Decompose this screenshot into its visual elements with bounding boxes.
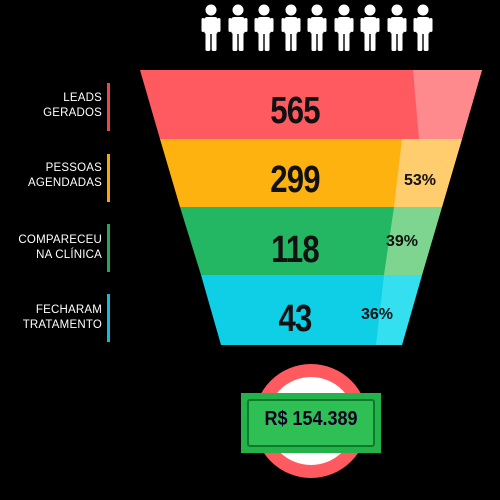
person-icon (307, 4, 327, 51)
person-icon (360, 4, 380, 51)
funnel-stage-agendadas (160, 139, 462, 207)
stage-value-leads: 565 (270, 90, 320, 132)
stage-label-leads: LEADS GERADOS (43, 92, 102, 119)
conversion-compareceu: 39% (386, 233, 419, 250)
person-icon (387, 4, 406, 51)
stage-marker-agendadas (107, 154, 110, 202)
stage-value-fecharam: 43 (278, 298, 312, 340)
funnel-stage-leads (140, 70, 482, 139)
person-icon (334, 4, 353, 51)
stage-marker-leads (107, 83, 110, 131)
stage-value-agendadas: 299 (270, 159, 320, 201)
people-icons-row (0, 0, 500, 60)
stage-label-agendadas: PESSOAS AGENDADAS (27, 162, 102, 189)
revenue-amount: R$ 154.389 (264, 408, 358, 430)
person-icon (254, 4, 274, 51)
funnel-stage-compareceu (180, 207, 442, 275)
stage-marker-compareceu (107, 224, 110, 272)
stage-label-compareceu: COMPARECEU NA CLÍNICA (18, 234, 102, 261)
banknote-border (247, 399, 375, 447)
person-icon (281, 4, 300, 51)
person-icon (201, 4, 221, 51)
stage-marker-fecharam (107, 294, 110, 342)
funnel-stage-fecharam-highlight (376, 275, 422, 345)
funnel-stage-agendadas-highlight (394, 139, 462, 207)
stage-value-compareceu: 118 (271, 229, 320, 271)
stage-label-fecharam: FECHARAM TRATAMENTO (22, 304, 102, 331)
funnel-stage-compareceu-highlight (384, 207, 442, 275)
conversion-agendadas: 53% (404, 172, 437, 189)
funnel-stage-leads-highlight (413, 70, 482, 139)
funnel-stage-fecharam (201, 275, 422, 345)
person-icon (413, 4, 433, 51)
conversion-fecharam: 36% (361, 306, 394, 323)
person-icon (228, 4, 247, 51)
revenue-banknote: R$ 154.389 (241, 393, 381, 453)
